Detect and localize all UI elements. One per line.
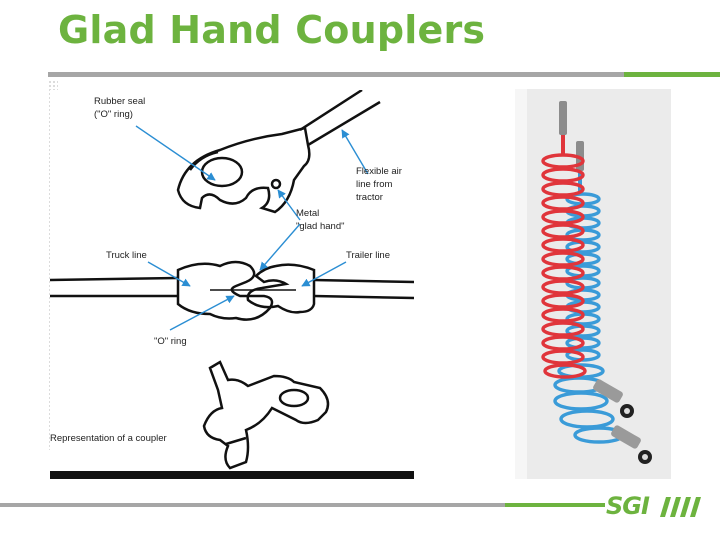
logo-slash-bars: [660, 497, 701, 517]
glad-hand-diagram: Rubber seal ("O" ring) Flexible air line…: [50, 90, 414, 479]
red-line-fitting: [559, 101, 567, 135]
label-representation: Representation of a coupler: [50, 433, 167, 444]
label-flexible-air-3: tractor: [356, 192, 383, 203]
label-rubber-seal: Rubber seal: [94, 96, 145, 107]
label-truck-line: Truck line: [106, 250, 147, 261]
glad-hand-fittings: [593, 379, 652, 464]
red-coil: [541, 153, 587, 379]
footer-rule-green: [505, 503, 605, 507]
label-o-ring-paren: ("O" ring): [94, 109, 133, 120]
coupled-glad-hands-drawing: [50, 260, 414, 321]
title-rule-gray: [48, 72, 624, 77]
diagram-bottom-bar: [50, 471, 414, 479]
label-flexible-air-2: line from: [356, 179, 393, 190]
logo-text: SGI: [606, 492, 650, 520]
label-flexible-air-1: Flexible air: [356, 166, 402, 177]
top-glad-hand-drawing: [176, 90, 381, 214]
slide-title: Glad Hand Couplers: [58, 8, 486, 52]
coiled-air-lines-image: [515, 89, 671, 479]
label-metal: Metal: [296, 208, 319, 219]
footer-rule-gray: [0, 503, 505, 507]
title-rule-green: [624, 72, 720, 77]
air-lines-photo: [515, 89, 671, 479]
pointer-arrows: [135, 125, 369, 331]
label-o-ring: "O" ring: [154, 336, 187, 347]
label-trailer-line: Trailer line: [346, 250, 390, 261]
label-glad-hand: "glad hand": [296, 221, 344, 232]
single-coupler-drawing: [202, 360, 330, 470]
sgi-logo: SGI: [606, 492, 650, 520]
